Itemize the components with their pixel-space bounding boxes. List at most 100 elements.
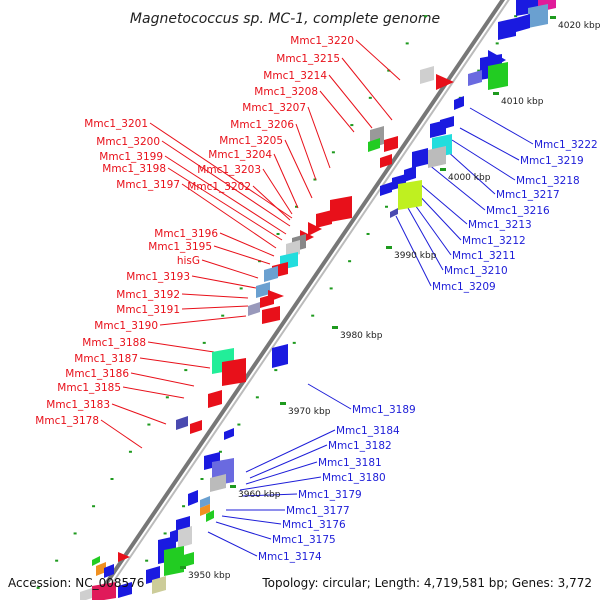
- gene-block: [428, 146, 446, 168]
- gene-block: [454, 96, 464, 110]
- map-title: Magnetococcus sp. MC-1, complete genome: [130, 11, 440, 27]
- gene-label-forward: Mmc1_3198: [102, 163, 166, 175]
- gene-block: [180, 552, 194, 568]
- tick-dot: [218, 450, 222, 453]
- kbp-tick: [493, 92, 499, 95]
- tick-dot: [514, 15, 518, 18]
- gene-block: [262, 306, 280, 324]
- gene-arrow: [118, 552, 130, 562]
- gene-label-reverse: Mmc1_3218: [516, 175, 580, 187]
- leader-line-forward: [139, 357, 211, 369]
- leader-line-forward: [100, 419, 143, 449]
- gene-label-forward: Mmc1_3183: [46, 399, 110, 411]
- kbp-tick: [280, 402, 286, 405]
- leader-line-reverse: [459, 127, 520, 161]
- gene-label-forward: Mmc1_3208: [254, 86, 318, 98]
- tick-dot: [92, 505, 96, 508]
- gene-label-forward: Mmc1_3215: [276, 53, 340, 65]
- gene-block: [420, 66, 434, 84]
- gene-label-reverse: Mmc1_3222: [534, 139, 598, 151]
- tick-dot: [239, 287, 243, 290]
- tick-dot: [368, 96, 372, 99]
- gene-arrow: [436, 74, 454, 90]
- gene-block: [390, 208, 398, 218]
- gene-label-forward: Mmc1_3178: [35, 415, 99, 427]
- gene-block: [468, 70, 482, 86]
- leader-line-forward: [181, 183, 277, 249]
- gene-block: [80, 588, 92, 600]
- gene-label-reverse: Mmc1_3216: [486, 205, 550, 217]
- gene-label-reverse: Mmc1_3180: [322, 472, 386, 484]
- gene-block: [164, 546, 184, 576]
- gene-block: [176, 416, 188, 430]
- leader-line-forward: [164, 155, 287, 235]
- gene-label-reverse: Mmc1_3175: [272, 534, 336, 546]
- leader-line-reverse: [307, 383, 352, 410]
- accession-text: Accession: NC_008576: [8, 576, 144, 590]
- gene-block: [380, 154, 392, 168]
- tick-dot: [147, 423, 151, 426]
- gene-label-forward: Mmc1_3200: [96, 136, 160, 148]
- gene-label-reverse: Mmc1_3189: [352, 404, 416, 416]
- tick-dot: [165, 396, 169, 399]
- kbp-label: 3950 kbp: [188, 571, 231, 581]
- gene-label-forward: Mmc1_3220: [290, 35, 354, 47]
- tick-dot: [276, 232, 280, 235]
- kbp-tick: [386, 246, 392, 249]
- tick-dot: [331, 151, 335, 154]
- gene-block: [208, 390, 222, 408]
- gene-block: [440, 116, 454, 130]
- gene-label-forward: Mmc1_3203: [197, 164, 261, 176]
- leader-line-forward: [284, 139, 313, 199]
- leader-line-forward: [319, 90, 355, 133]
- tick-dot: [495, 42, 499, 45]
- left-gene-labels: Mmc1_3220Mmc1_3215Mmc1_3214Mmc1_3208Mmc1…: [35, 35, 354, 427]
- tick-dot: [387, 69, 391, 72]
- leader-line-reverse: [245, 461, 318, 485]
- tick-dot: [221, 314, 225, 317]
- gene-label-forward: Mmc1_3187: [74, 353, 138, 365]
- gene-block: [528, 4, 548, 28]
- tick-dot: [366, 232, 370, 235]
- gene-block: [104, 564, 114, 578]
- leader-line-forward: [181, 293, 249, 299]
- gene-block: [178, 526, 192, 548]
- gene-block: [224, 428, 234, 440]
- leader-line-reverse: [249, 444, 328, 479]
- leader-line-reverse: [239, 476, 322, 491]
- gene-label-reverse: Mmc1_3184: [336, 425, 400, 437]
- gene-label-reverse: Mmc1_3177: [286, 505, 350, 517]
- leader-line-forward: [307, 106, 331, 169]
- gene-label-reverse: Mmc1_3182: [328, 440, 392, 452]
- gene-block: [206, 510, 214, 522]
- gene-block: [118, 582, 132, 598]
- tick-dot: [73, 532, 77, 535]
- gene-label-reverse: Mmc1_3213: [468, 219, 532, 231]
- leader-line-forward: [219, 232, 275, 257]
- tick-dot: [202, 341, 206, 344]
- tick-dot: [477, 69, 481, 72]
- tick-dot: [329, 287, 333, 290]
- gene-label-reverse: Mmc1_3210: [444, 265, 508, 277]
- leader-line-forward: [159, 315, 247, 326]
- gene-block: [248, 302, 260, 316]
- leader-line-reverse: [407, 207, 444, 271]
- leader-line-reverse: [207, 531, 258, 557]
- tick-dot: [237, 423, 241, 426]
- leader-line-forward: [167, 167, 283, 241]
- gene-block: [188, 490, 198, 506]
- gene-label-reverse: Mmc1_3181: [318, 457, 382, 469]
- gene-label-reverse: Mmc1_3176: [282, 519, 346, 531]
- gene-block: [92, 582, 116, 600]
- kbp-tick: [440, 168, 446, 171]
- gene-label-forward: Mmc1_3204: [208, 149, 272, 161]
- kbp-label: 4020 kbp: [558, 21, 600, 31]
- tick-dot: [145, 559, 149, 562]
- gene-label-forward: Mmc1_3195: [148, 241, 212, 253]
- kbp-tick: [230, 485, 236, 488]
- gene-label-forward: hisG: [177, 255, 200, 267]
- gene-block: [330, 196, 352, 222]
